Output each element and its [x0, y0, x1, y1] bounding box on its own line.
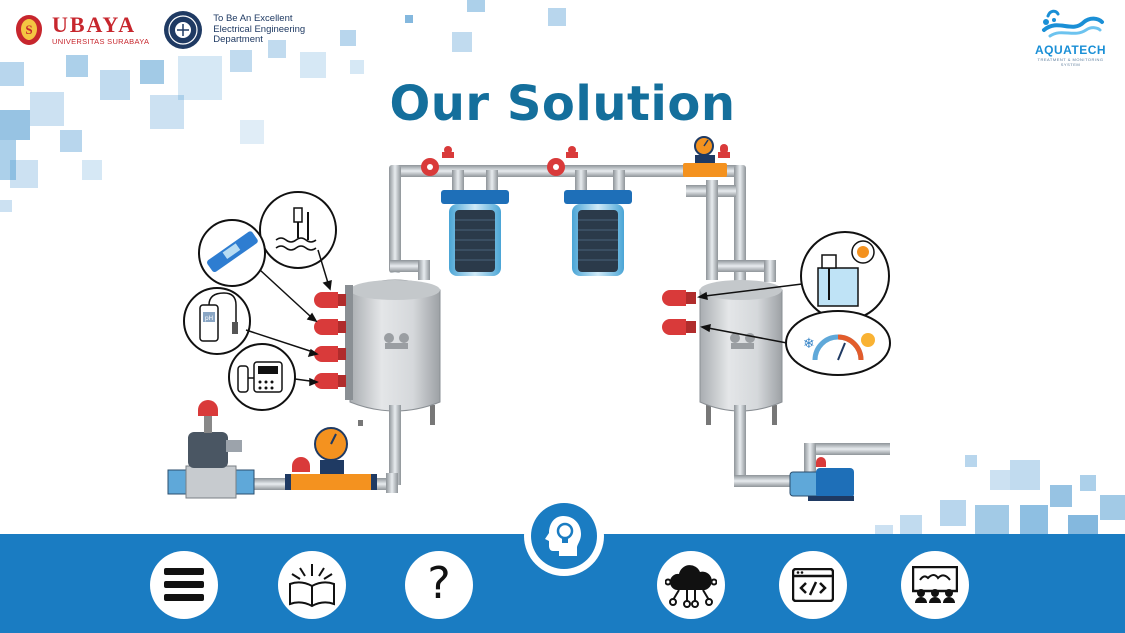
department-line: Electrical Engineering	[213, 23, 306, 35]
ubaya-emblem-icon: S	[16, 15, 42, 45]
menu-icon	[164, 568, 204, 601]
idea-head-icon	[545, 516, 581, 556]
right-storage-tank	[699, 280, 804, 487]
menu-button[interactable]	[150, 551, 218, 619]
help-button[interactable]: ?	[405, 551, 473, 619]
turbidity-sensor-icon	[228, 343, 296, 411]
right-sensor-arrows	[697, 283, 803, 344]
code-icon	[792, 568, 834, 602]
university-subtitle: UNIVERSITAS SURABAYA	[52, 37, 150, 47]
page-title: Our Solution	[389, 76, 736, 132]
temperature-gauge-icon: ❄	[785, 310, 891, 376]
department-line: To Be An Excellent	[213, 12, 293, 24]
top-valve-1	[421, 146, 454, 176]
book-icon	[289, 564, 335, 608]
solution-home-button[interactable]	[524, 496, 604, 576]
ph-meter-icon: pH	[183, 287, 251, 355]
svg-text:pH: pH	[205, 315, 213, 322]
team-icon	[912, 566, 958, 603]
aquatech-logo: AQUATECH TREATMENT & MONITORING SYSTEM	[1028, 8, 1113, 67]
question-icon: ?	[427, 558, 451, 609]
iot-cloud-button[interactable]	[657, 551, 725, 619]
filter-cartridge-2	[564, 190, 632, 276]
water-level-sensor-icon	[259, 191, 337, 269]
right-sensor-ports	[662, 290, 696, 335]
team-button[interactable]	[901, 551, 969, 619]
source-code-button[interactable]	[779, 551, 847, 619]
svg-text:❄: ❄	[803, 336, 815, 352]
inlet-flow-meter	[285, 427, 377, 490]
tds-meter-pen-icon	[198, 219, 266, 287]
left-sensor-arrows	[245, 249, 332, 387]
department-line: Department	[213, 34, 263, 46]
water-wave-icon	[1041, 9, 1104, 38]
ultrasonic-tank-sensor-icon	[800, 231, 890, 321]
top-flow-meter	[683, 136, 730, 177]
left-sensor-ports	[314, 292, 346, 389]
left-storage-tank	[345, 279, 441, 485]
department-seal-icon	[164, 11, 203, 49]
filter-cartridge-1	[441, 190, 509, 276]
brand-name: AQUATECH	[1034, 43, 1107, 57]
top-valve-2	[547, 146, 578, 176]
learn-button[interactable]	[278, 551, 346, 619]
top-pipeline	[389, 165, 776, 290]
brand-tagline: TREATMENT & MONITORING SYSTEM	[1037, 57, 1104, 67]
svg-text:S: S	[25, 22, 32, 37]
header-brand: S UBAYA UNIVERSITAS SURABAYA To Be An Ex…	[14, 10, 305, 50]
university-name: UBAYA	[52, 12, 137, 38]
department-tagline: To Be An Excellent Electrical Engineerin…	[213, 12, 306, 47]
outlet-pump	[789, 443, 890, 501]
cloud-network-icon	[665, 565, 717, 608]
